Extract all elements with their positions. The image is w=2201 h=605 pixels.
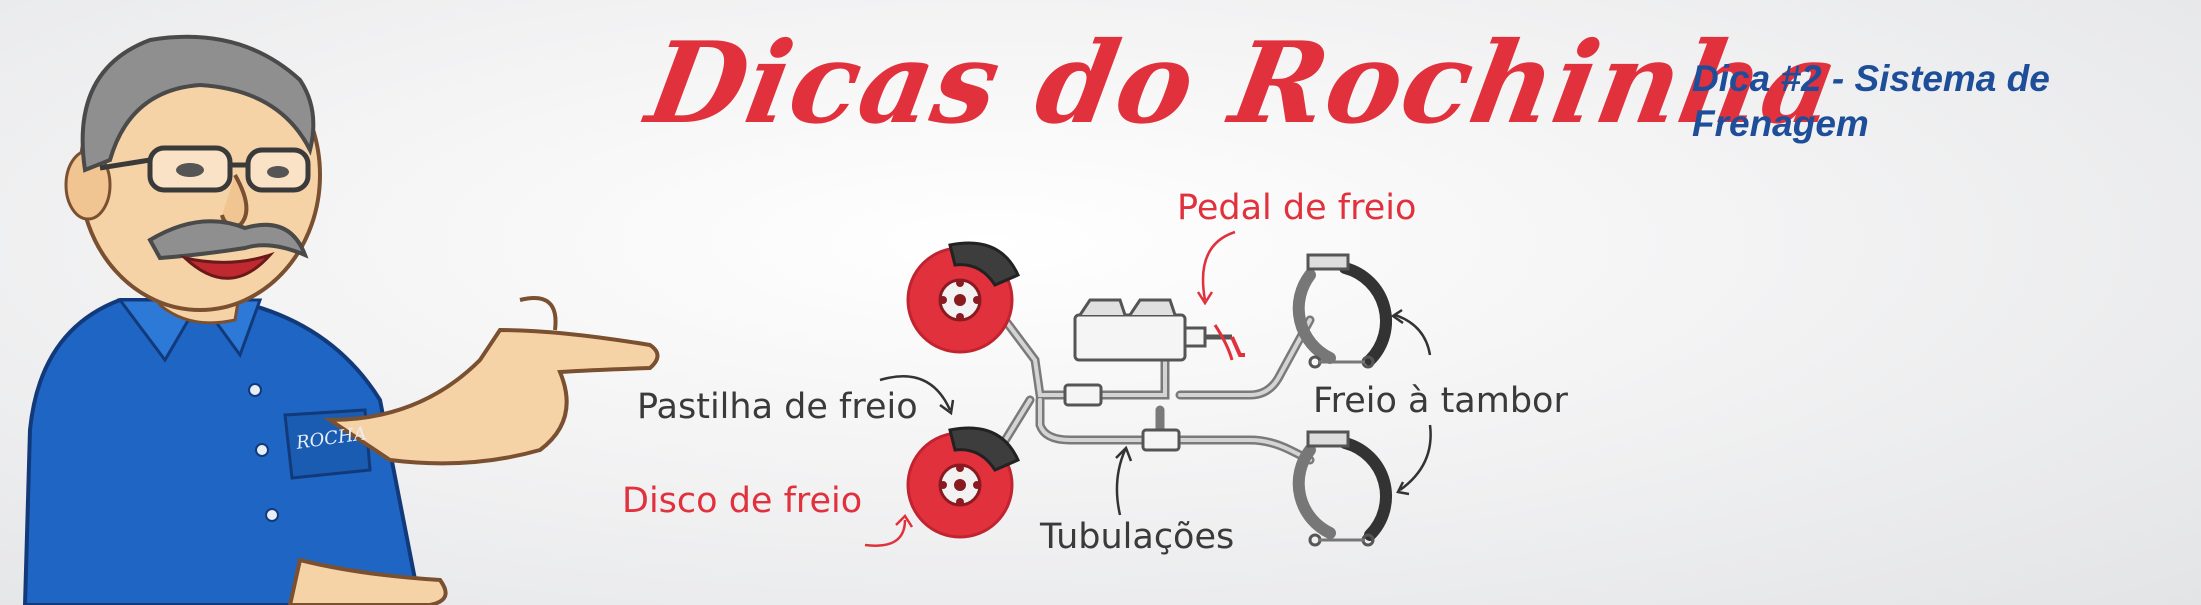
disc-brake-top bbox=[906, 241, 1020, 354]
brake-pedal bbox=[1230, 336, 1245, 357]
annotation-arrows bbox=[864, 230, 1432, 547]
disc-brake-bottom bbox=[906, 426, 1020, 539]
junction-block bbox=[1141, 428, 1181, 452]
drum-brake-top bbox=[1292, 253, 1393, 369]
mascot-hair bbox=[80, 34, 316, 173]
master-cylinder bbox=[1073, 298, 1232, 362]
label-freio-a-tambor: Freio à tambor bbox=[1313, 381, 1568, 421]
label-disco-de-freio: Disco de freio bbox=[622, 481, 863, 521]
label-pedal-de-freio: Pedal de freio bbox=[1177, 188, 1417, 228]
tip-heading: Dica #2 - Sistema de Frenagem bbox=[1692, 58, 2050, 144]
label-pastilha-de-freio: Pastilha de freio bbox=[637, 387, 918, 427]
label-tubulacoes: Tubulações bbox=[1040, 517, 1235, 557]
junction-block bbox=[1063, 383, 1103, 407]
drum-brake-bottom bbox=[1292, 430, 1393, 547]
mascot-illustration bbox=[22, 34, 660, 605]
mascot-pointing-hand bbox=[323, 327, 660, 466]
